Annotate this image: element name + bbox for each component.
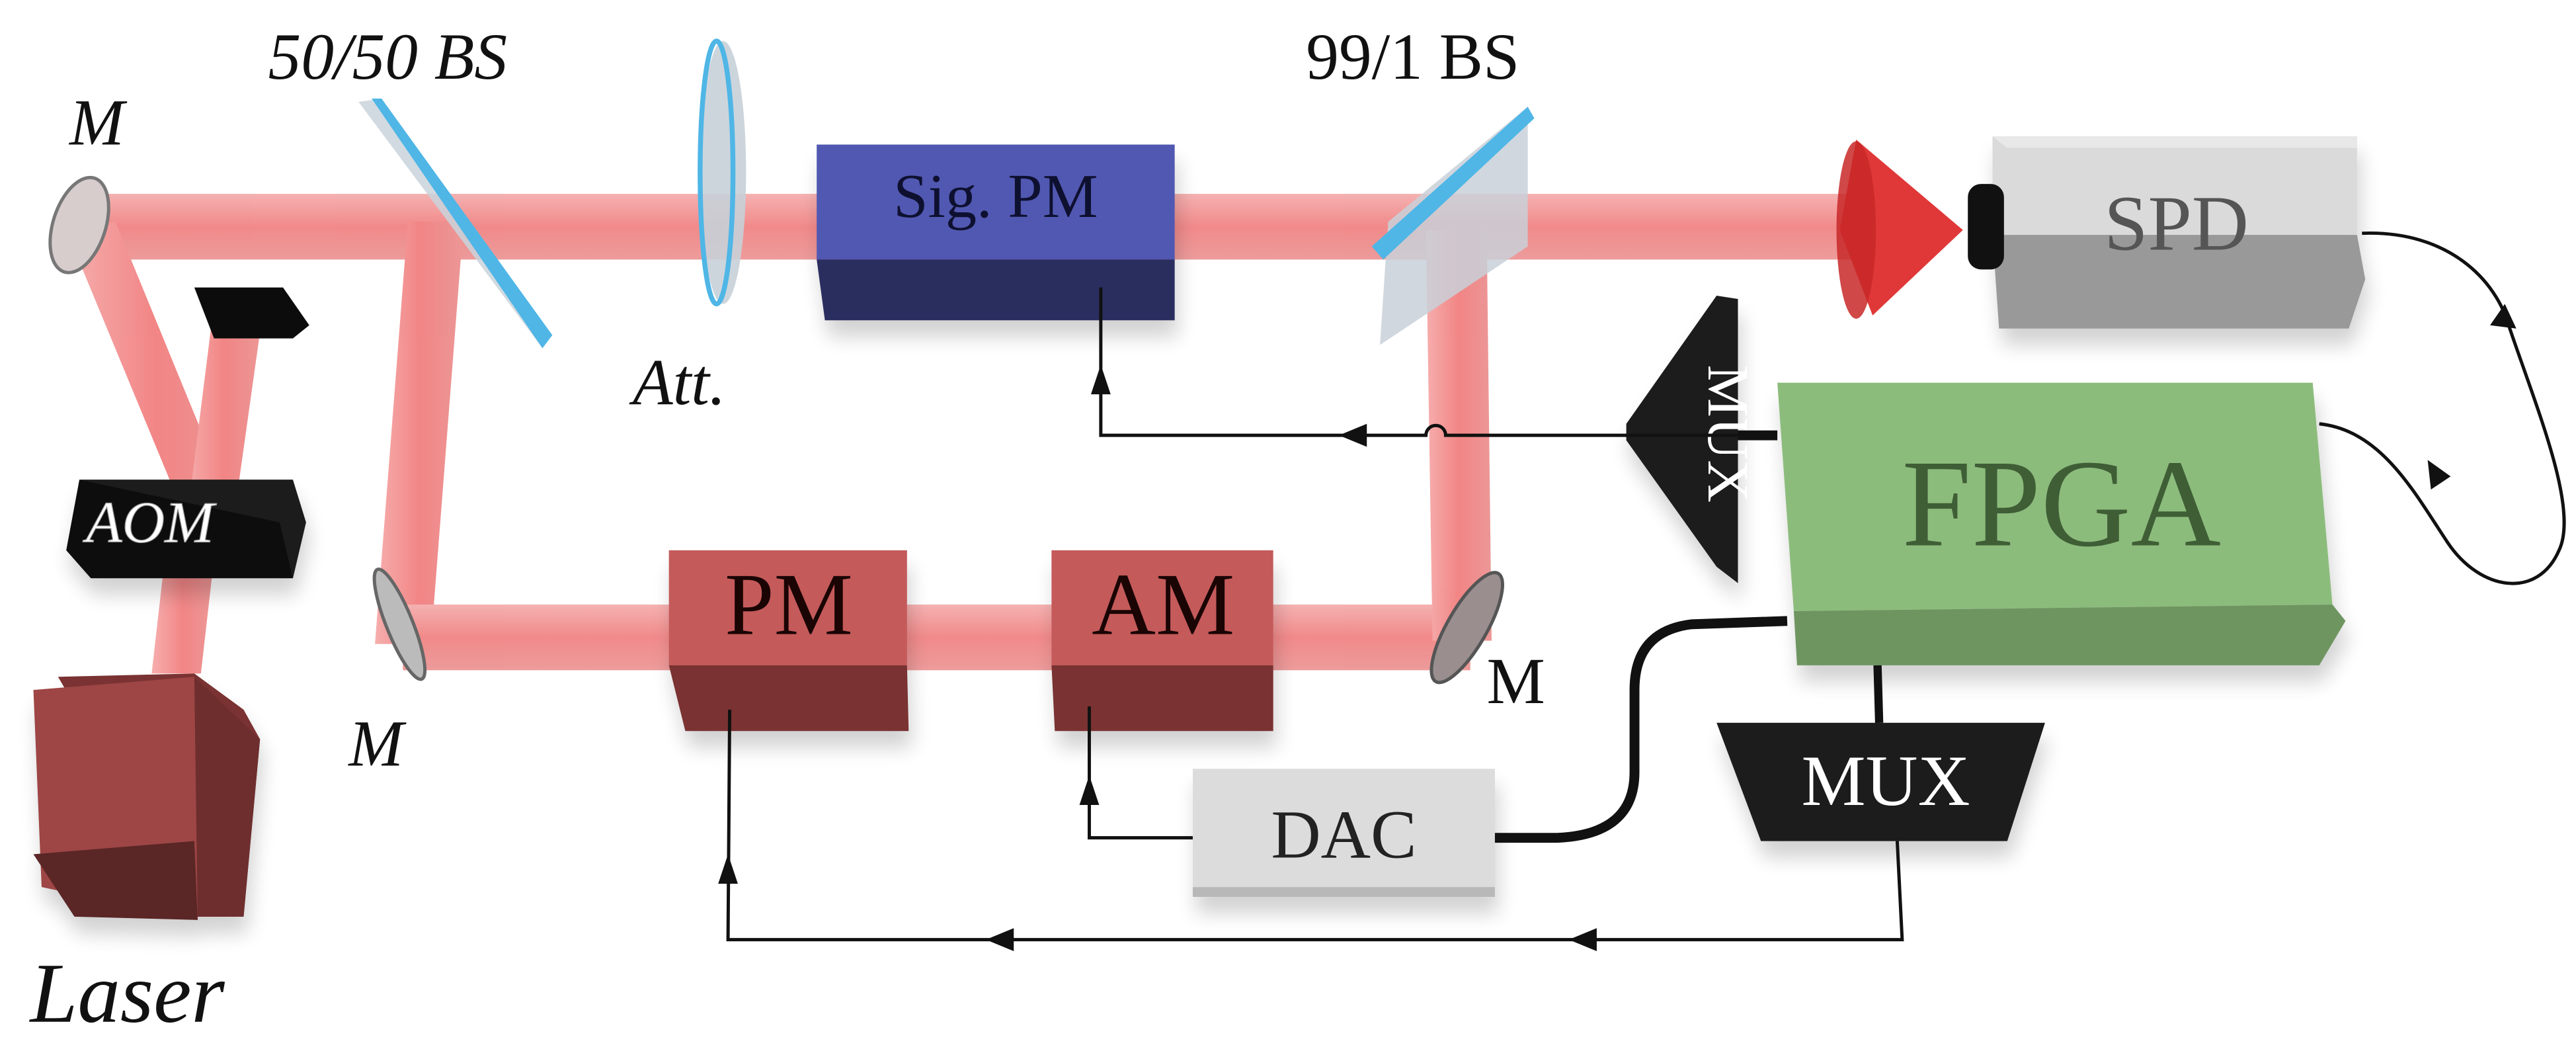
pm-label: PM <box>725 556 853 654</box>
arrow-fpga-loop-icon <box>2427 460 2451 490</box>
mirror-bottom-right <box>1429 571 1504 685</box>
mirror-top-left <box>48 175 110 274</box>
wire-mux-to-sigpm <box>1099 287 1738 437</box>
arrow-spd-loop-icon <box>2490 304 2516 329</box>
arrow-am-icon <box>1079 775 1100 805</box>
am-label: AM <box>1092 556 1234 654</box>
aom-aperture-icon <box>194 287 309 339</box>
fpga-label: FPGA <box>1902 435 2221 573</box>
mirror-bottom-left-label: M <box>347 707 407 780</box>
mirror-top-left-label: M <box>68 87 128 159</box>
dac-box <box>1192 769 1495 898</box>
mux-bottom-label: MUX <box>1802 741 1970 821</box>
mux-left <box>1626 296 1738 583</box>
spd-aperture-icon <box>1968 184 2004 270</box>
spd-box <box>1992 136 2366 329</box>
wire-dac-to-am <box>1087 706 1193 840</box>
sig-pm-label: Sig. PM <box>893 162 1098 231</box>
dac-label: DAC <box>1271 796 1416 872</box>
aom <box>66 480 306 579</box>
arrow-mux-left-icon <box>1338 423 1367 447</box>
beam-splitter-5050 <box>358 99 553 349</box>
arrow-bottom-1-icon <box>1568 928 1597 952</box>
beam-bottom <box>403 604 1470 671</box>
signal-wires <box>718 232 2566 952</box>
bs-991-label: 99/1 BS <box>1306 21 1519 93</box>
mirror-bottom-right-label: M <box>1487 645 1545 718</box>
mux-bottom <box>1716 722 2045 841</box>
spd-label: SPD <box>2104 180 2249 267</box>
beam-splitter-991 <box>1371 106 1535 345</box>
aom-label: AOM <box>83 490 217 556</box>
bs-5050-label: 50/50 BS <box>268 21 507 93</box>
wire-spd-to-fpga <box>2319 232 2566 585</box>
arrow-sigpm-icon <box>1090 364 1111 395</box>
arrow-bottom-2-icon <box>986 928 1014 952</box>
beam-bs-to-mirror <box>375 222 464 644</box>
sig-pm-box <box>817 144 1175 321</box>
laser-label: Laser <box>29 946 225 1040</box>
focusing-lens <box>1836 140 1963 319</box>
laser <box>33 673 261 920</box>
attenuator <box>698 38 746 307</box>
beam-laser-to-aom <box>151 558 214 674</box>
fpga-box <box>1777 382 2346 665</box>
att-label: Att. <box>629 346 726 419</box>
am-box <box>1051 550 1273 732</box>
arrow-pm-icon <box>718 854 738 884</box>
mirror-bottom-left <box>372 568 427 681</box>
wire-mux-to-pm <box>726 709 1904 942</box>
cable-fpga-to-dac <box>1494 616 1788 843</box>
